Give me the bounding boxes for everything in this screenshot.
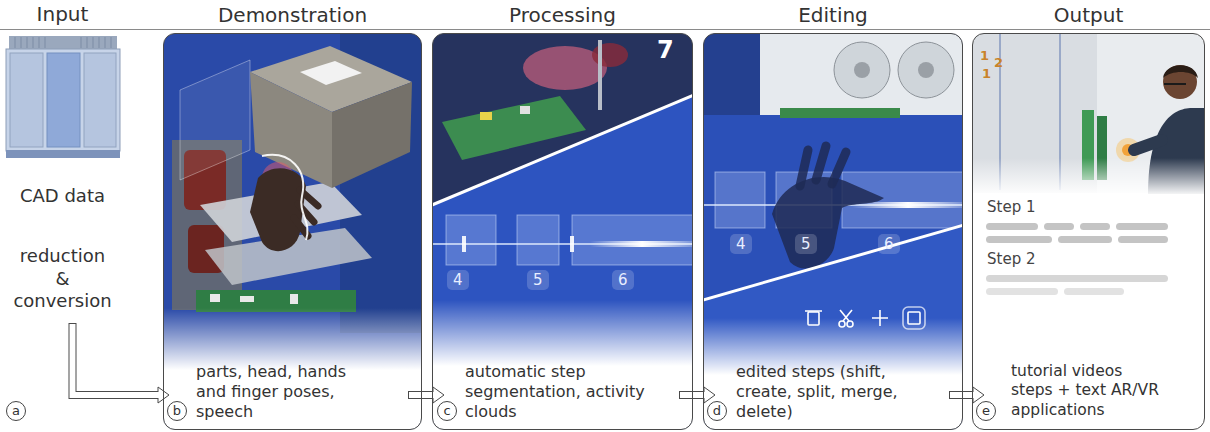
- input-note: CAD data: [0, 185, 125, 208]
- panel-letter: d: [707, 401, 727, 421]
- input-column: InputCAD datareduction & conversion: [0, 33, 125, 321]
- step-number: 1: [980, 48, 989, 63]
- stage-panel: Outputtutorial videos steps + text AR/VR…: [972, 33, 1205, 430]
- stage-caption: edited steps (shift, create, split, merg…: [736, 362, 941, 422]
- stage-title: Processing: [433, 3, 692, 27]
- demonstration-scene: [164, 34, 422, 430]
- step-heading: Step 2: [987, 250, 1035, 268]
- stage-caption: tutorial videos steps + text AR/VR appli…: [1011, 362, 1161, 420]
- flow-arrow: [408, 387, 444, 403]
- stage-panel: Processingautomatic step segmentation, a…: [432, 33, 693, 430]
- step-number: 5: [795, 234, 817, 254]
- stage-title: Demonstration: [164, 3, 421, 27]
- flow-arrow: [679, 387, 715, 403]
- stage-caption: parts, head, hands and finger poses, spe…: [196, 362, 376, 422]
- stage-title: Output: [973, 3, 1204, 27]
- cad-cabinet: [6, 36, 120, 158]
- stage-panel: Demonstrationparts, head, hands and fing…: [163, 33, 422, 430]
- panel-letter: e: [976, 401, 996, 421]
- panel-letter: c: [437, 401, 457, 421]
- stage-title: Input: [0, 2, 125, 26]
- arrow-outline: [73, 323, 159, 395]
- arrow-fill: [73, 324, 160, 395]
- step-number: 1: [982, 66, 991, 81]
- step-number: 2: [994, 55, 1003, 70]
- step-number: 6: [612, 270, 634, 290]
- step-heading: Step 1: [987, 198, 1035, 216]
- stage-caption: automatic step segmentation, activity cl…: [465, 362, 670, 422]
- step-number: 4: [447, 270, 469, 290]
- step-number: 4: [730, 234, 752, 254]
- stage-title: Editing: [704, 3, 962, 27]
- processing-scene: [433, 34, 693, 430]
- editing-scene: [704, 34, 963, 430]
- stage-panel: Editingedited steps (shift, create, spli…: [703, 33, 963, 430]
- step-number: 7: [657, 36, 674, 64]
- header-rule: [0, 29, 1210, 30]
- output-scene: [973, 34, 1205, 430]
- step-number: 5: [527, 270, 549, 290]
- flow-arrow: [949, 387, 984, 403]
- flow-arrow: [73, 323, 170, 403]
- step-number: 6: [878, 234, 900, 254]
- arrow-head: [433, 387, 444, 403]
- panel-letter: a: [6, 401, 26, 421]
- panel-letter: b: [167, 401, 187, 421]
- input-note: reduction & conversion: [10, 245, 115, 313]
